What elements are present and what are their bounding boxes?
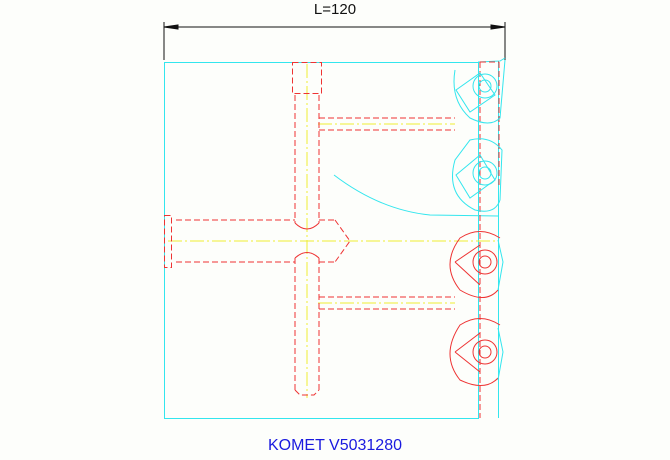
hidden-lines bbox=[164, 61, 500, 418]
length-dimension-label: L=120 bbox=[313, 1, 357, 18]
insert-bottom-1 bbox=[449, 231, 501, 298]
insert-top-1 bbox=[453, 59, 506, 124]
body-outline bbox=[164, 57, 506, 419]
insert-top-2 bbox=[452, 138, 503, 212]
insert-bottom-2 bbox=[449, 318, 501, 386]
tool-caption: KOMET V5031280 bbox=[267, 437, 402, 454]
dimension-line bbox=[163, 22, 506, 60]
center-lines bbox=[168, 64, 498, 398]
